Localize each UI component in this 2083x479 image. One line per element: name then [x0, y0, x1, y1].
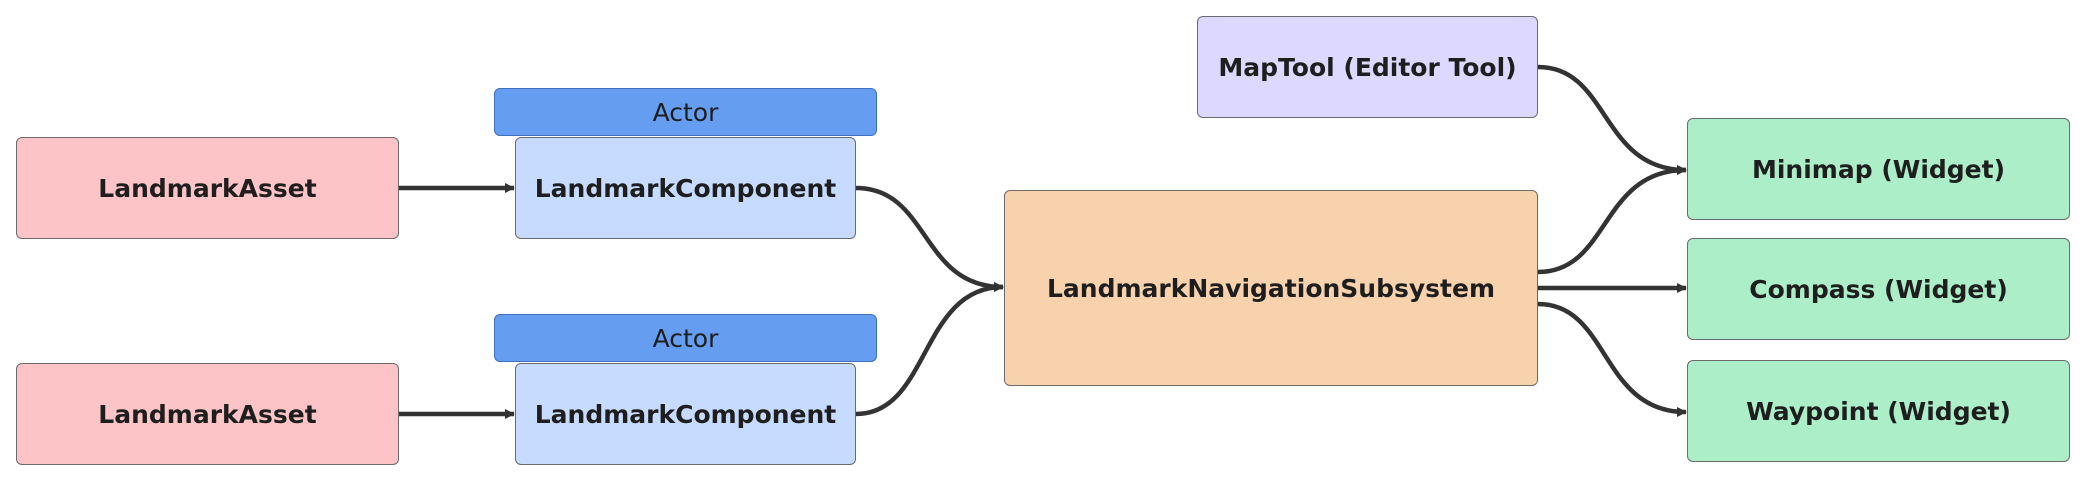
landmark-asset-node-top: LandmarkAsset — [16, 137, 399, 239]
maptool-editor-tool-node: MapTool (Editor Tool) — [1197, 16, 1538, 118]
edge-subsystem-to-minimap — [1537, 165, 1687, 275]
landmark-component-node-top: LandmarkComponent — [515, 137, 856, 239]
edge-component-bottom-to-subsystem — [855, 282, 1004, 417]
edge-maptool-to-minimap — [1537, 64, 1687, 175]
actor-header-bottom: Actor — [494, 314, 877, 362]
minimap-widget-node: Minimap (Widget) — [1687, 118, 2070, 220]
landmark-component-node-bottom: LandmarkComponent — [515, 363, 856, 465]
landmark-asset-node-bottom: LandmarkAsset — [16, 363, 399, 465]
edge-subsystem-to-waypoint — [1537, 301, 1687, 417]
waypoint-widget-node: Waypoint (Widget) — [1687, 360, 2070, 462]
compass-widget-node: Compass (Widget) — [1687, 238, 2070, 340]
landmark-navigation-subsystem-node: LandmarkNavigationSubsystem — [1004, 190, 1538, 386]
edge-component-top-to-subsystem — [855, 185, 1004, 292]
actor-header-top: Actor — [494, 88, 877, 136]
